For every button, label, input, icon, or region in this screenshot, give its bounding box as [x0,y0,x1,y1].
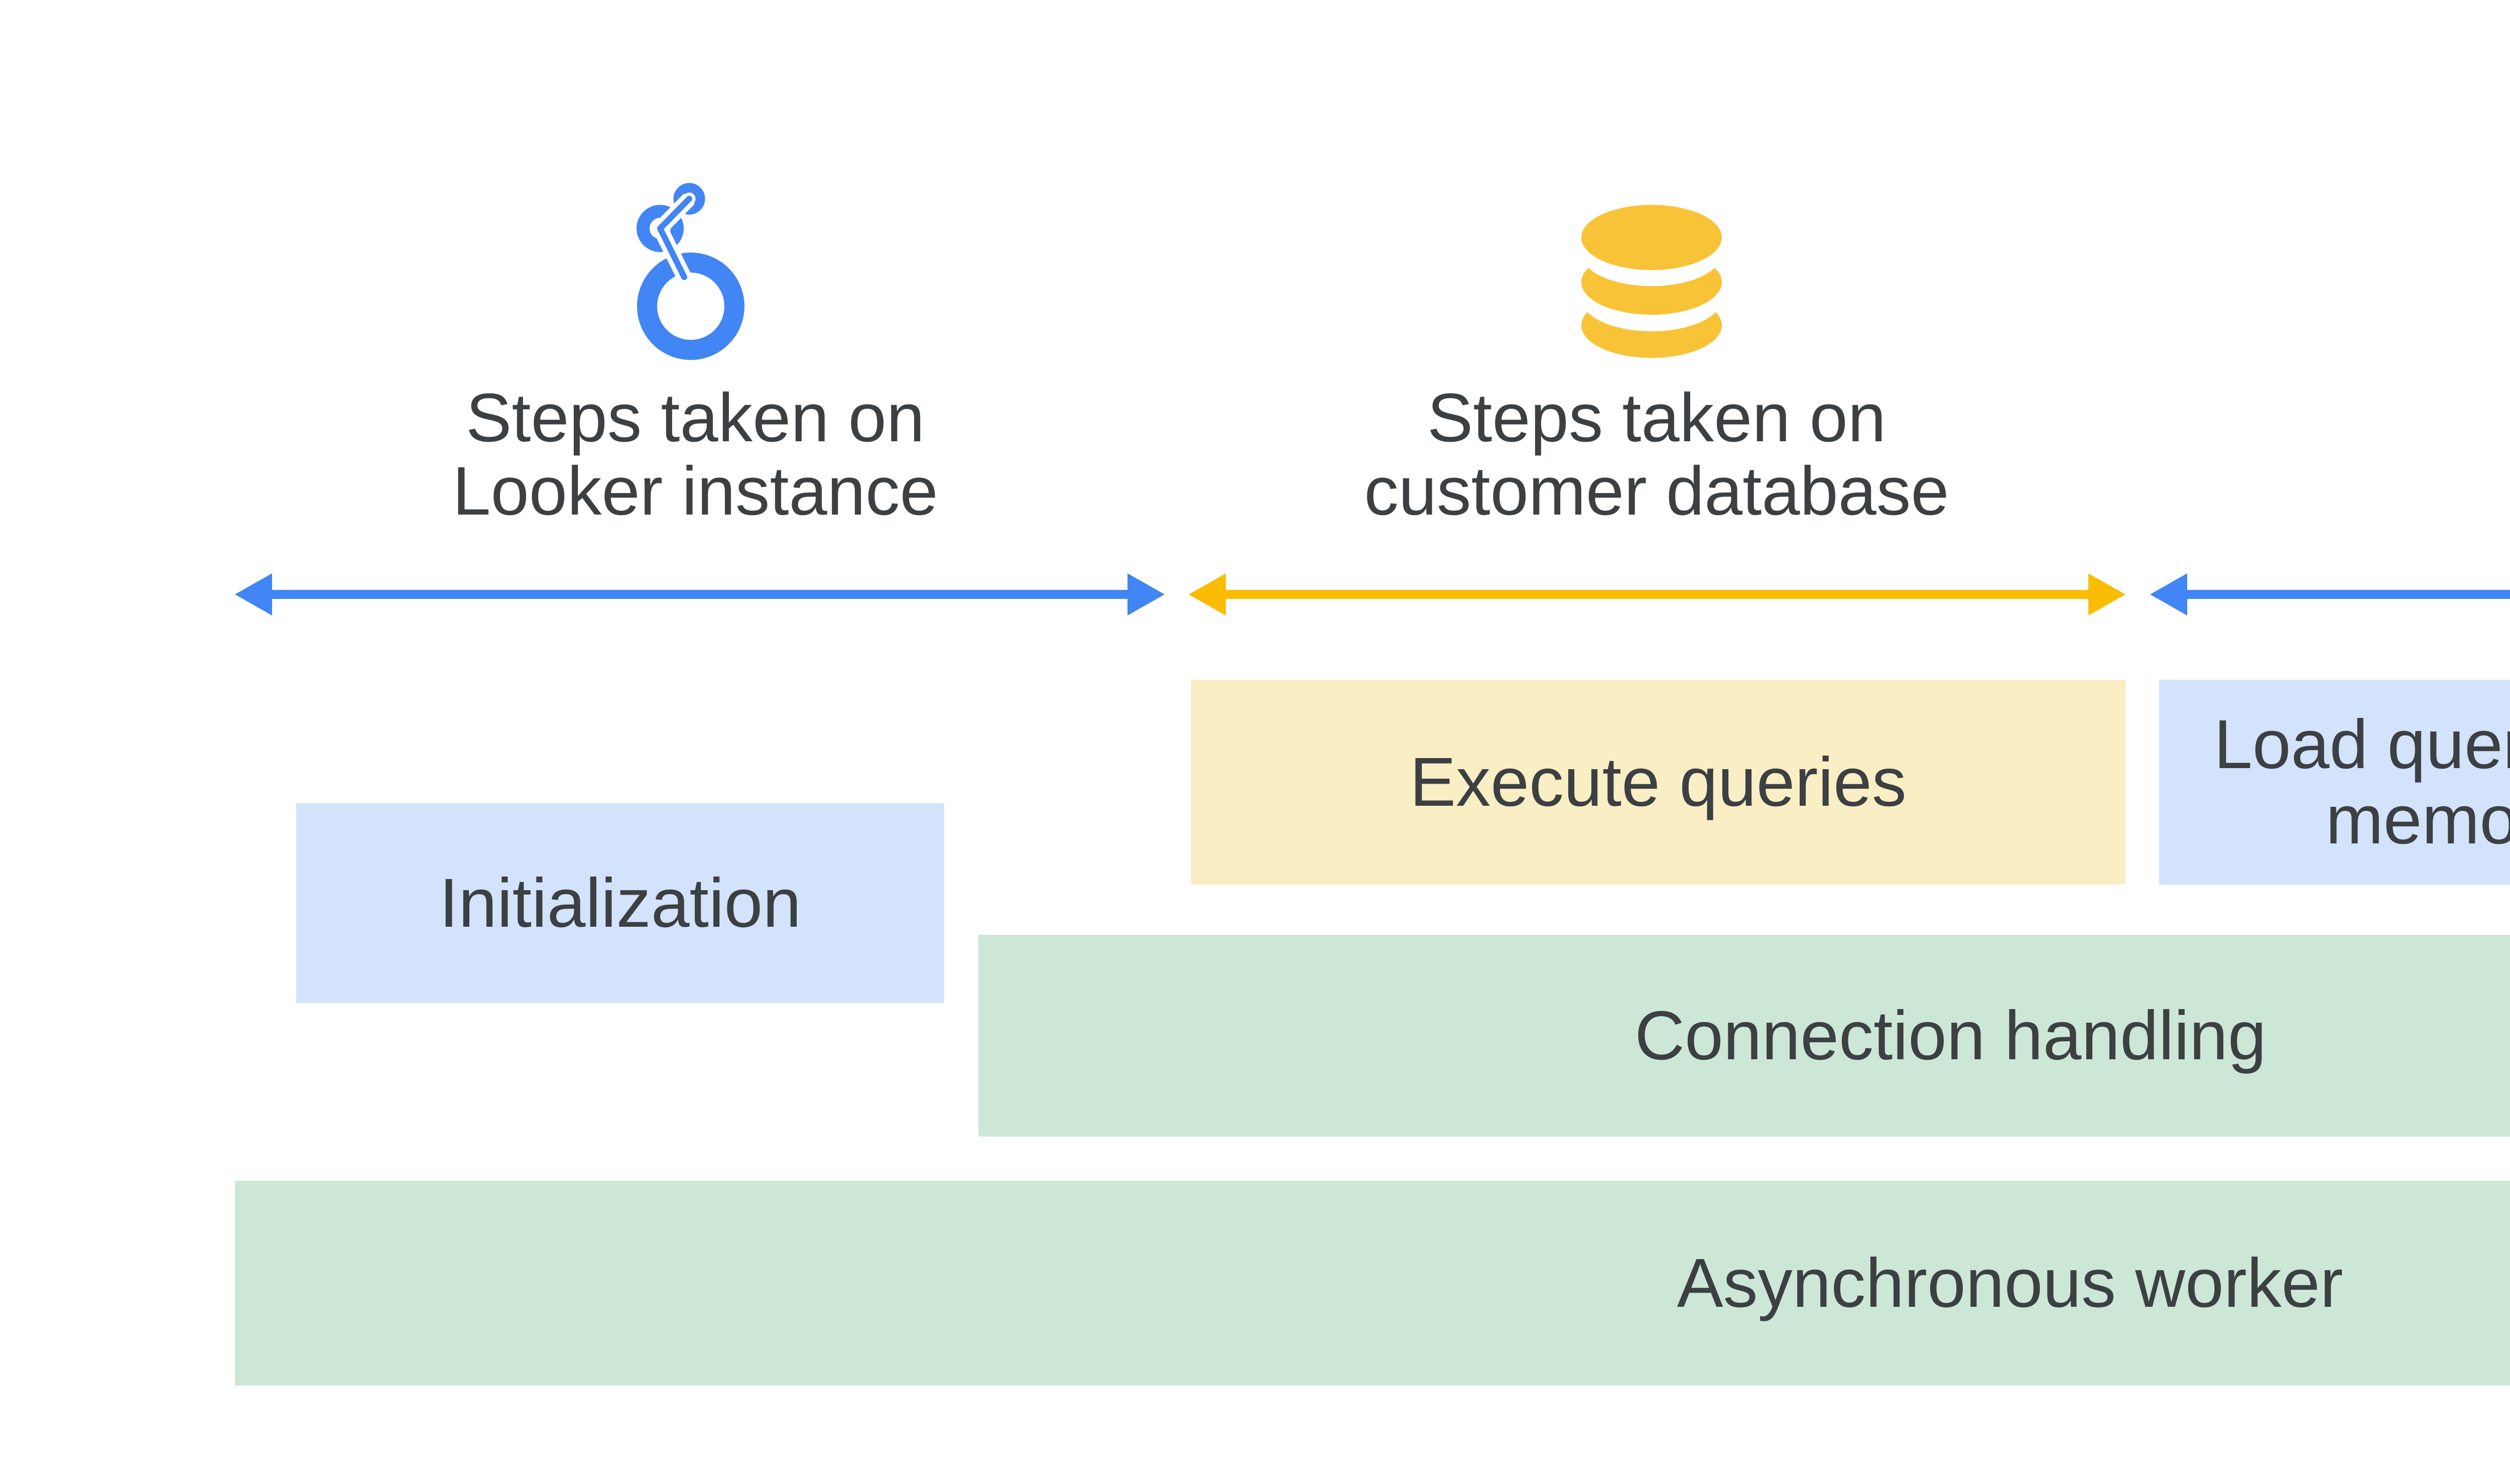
initialization-box: Initialization [296,803,944,1003]
box-label: Load queries in memory [2214,706,2510,858]
arrow-shaft [1224,590,2090,599]
arrow-head-icon [1189,573,1226,615]
section-label-customer-database: Steps taken on customer database [1155,382,2159,528]
box-label: Connection handling [1635,997,2267,1074]
connection-handling-box: Connection handling [978,935,2510,1137]
section-label-line: customer database [1364,453,1949,530]
section-label-line: Steps taken on [466,380,925,456]
arrow-shaft [2185,590,2510,599]
section-label-line: Steps taken on [2478,382,2510,455]
asynchronous-worker-box: Asynchronous worker [235,1181,2510,1386]
section-label-looker-right: Steps taken on Looker instance [2478,382,2510,528]
section-label-looker-left: Steps taken on Looker instance [193,382,1197,528]
box-label: Initialization [439,864,802,942]
section-label-line: Looker instance [452,453,938,530]
database-icon [1581,205,1722,358]
box-label: Asynchronous worker [1677,1245,2343,1322]
arrow-head-icon [235,573,272,615]
box-label: Execute queries [1410,744,1907,821]
execute-queries-box: Execute queries [1191,680,2125,885]
arrow-head-icon [2088,573,2125,615]
section-label-line: Looker instance [2478,455,2510,528]
section-label-line: Steps taken on [1427,380,1886,456]
looker-logo-icon [629,170,749,360]
load-queries-in-memory-box: Load queries in memory [2159,680,2510,885]
arrow-head-icon [2150,573,2187,615]
arrow-shaft [270,590,1130,599]
arrow-head-icon [1127,573,1165,615]
